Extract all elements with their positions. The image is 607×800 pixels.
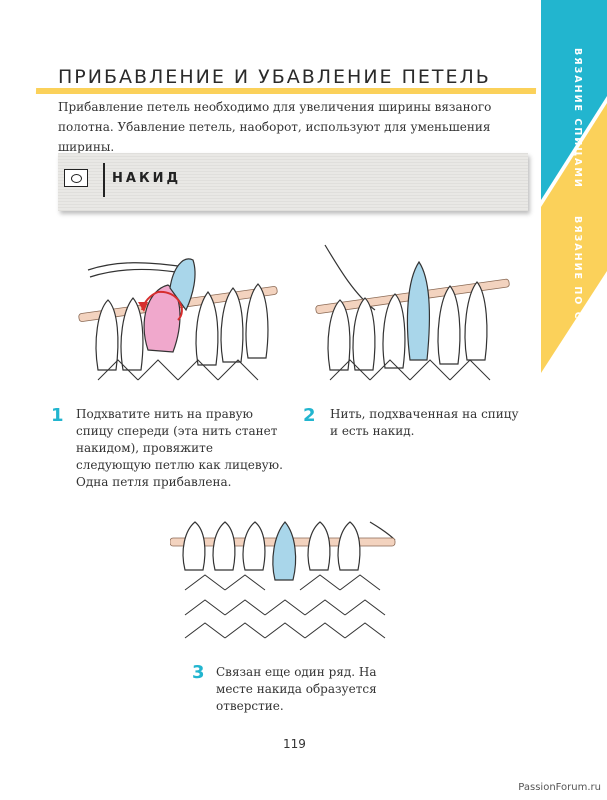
step-3-number: 3 xyxy=(192,662,205,683)
side-tab-charts-label: ВЯЗАНИЕ ПО СХЕМАМ xyxy=(572,216,583,371)
side-tab-knitting-label: ВЯЗАНИЕ СПИЦАМИ xyxy=(572,48,583,189)
step-3-text: Связан еще один ряд. На месте накида обр… xyxy=(216,665,377,713)
illustration-step-2 xyxy=(315,244,510,381)
title-highlight xyxy=(35,88,537,94)
step-2-number: 2 xyxy=(303,405,316,426)
technique-banner: НАКИД xyxy=(58,153,528,211)
banner-title: НАКИД xyxy=(112,171,182,186)
intro-paragraph: Прибавление петель необходимо для увелич… xyxy=(58,100,492,154)
watermark: PassionForum.ru xyxy=(518,782,601,793)
illustration-step-3 xyxy=(170,521,396,639)
circle-in-square-icon xyxy=(64,169,88,187)
banner-divider xyxy=(103,163,105,197)
section-title: ПРИБАВЛЕНИЕ И УБАВЛЕНИЕ ПЕТЕЛЬ xyxy=(58,66,491,88)
step-1-text: Подхватите нить на правую спицу спереди … xyxy=(76,407,283,489)
page-number: 119 xyxy=(283,737,306,751)
illustration-step-1 xyxy=(78,258,278,381)
step-1-number: 1 xyxy=(51,405,64,426)
step-2-text: Нить, подхваченная на спицу и есть накид… xyxy=(330,407,519,438)
